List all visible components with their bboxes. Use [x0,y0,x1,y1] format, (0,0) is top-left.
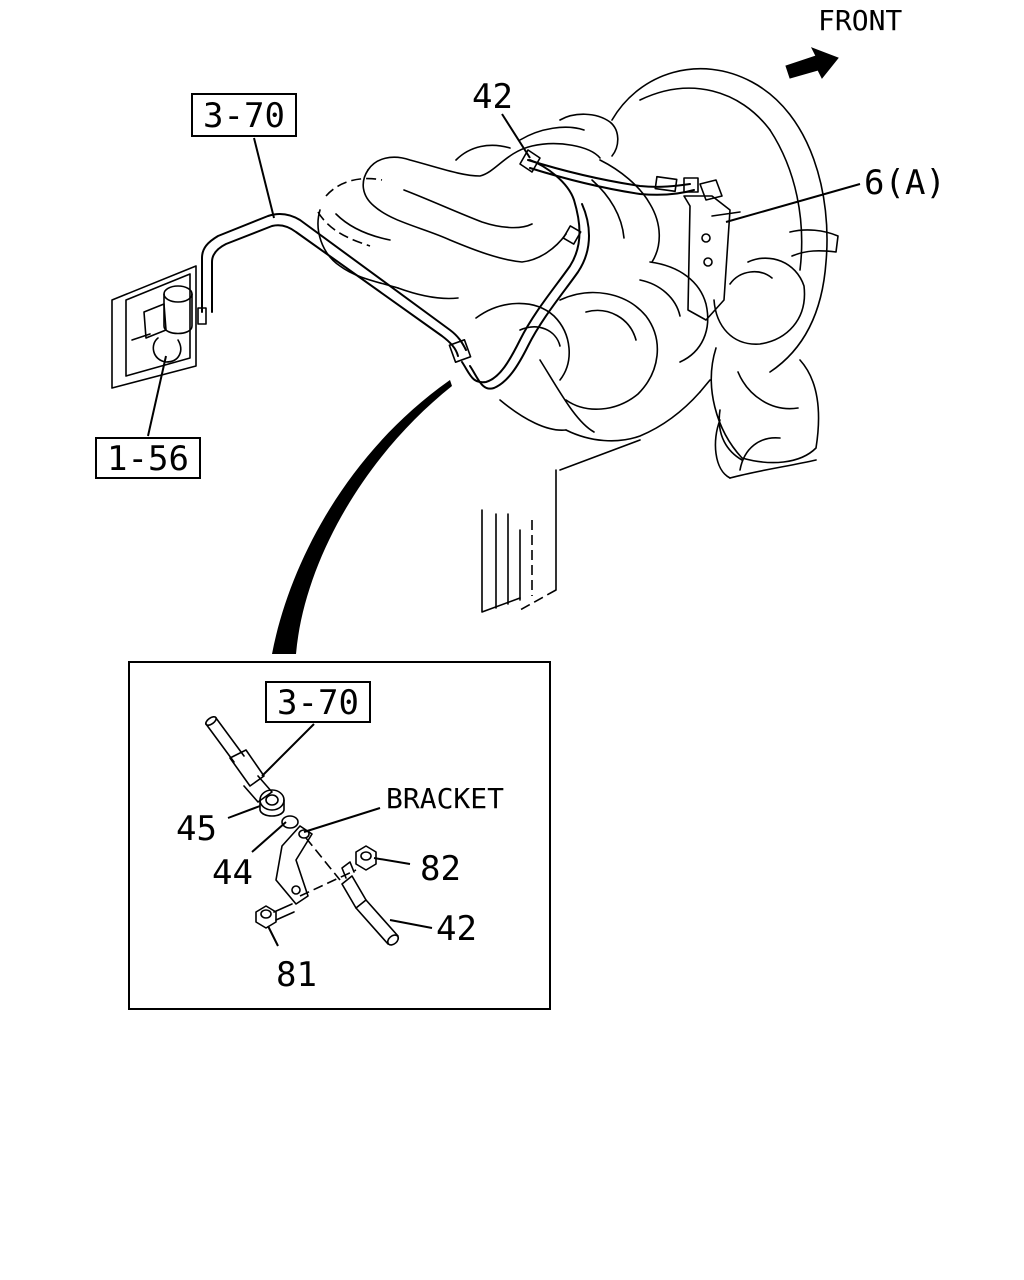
leader-82 [373,857,411,865]
front-label: FRONT [818,4,902,37]
callout-44: 44 [212,853,253,893]
inset-parts-drawing [204,715,400,946]
leader-1-56 [147,355,167,437]
callout-bracket: BRACKET [386,782,504,815]
leader-42-inset [389,919,433,929]
callout-45: 45 [176,809,217,849]
callout-6a: 6(A) [864,163,946,203]
callout-42-inset: 42 [436,909,477,949]
engine-illustration [111,68,839,613]
leader-45 [227,805,261,819]
leader-81 [267,925,279,947]
leader-3-70-inset [261,723,315,777]
leader-bracket [303,807,381,833]
reference-box-3-70-inset [265,681,371,723]
leader-6a [725,183,861,223]
front-direction-arrow-icon [785,47,839,79]
detail-pointer-arc [272,380,452,654]
leader-42-top [501,113,531,159]
callout-42-top: 42 [472,77,513,117]
reference-box-1-56 [95,437,201,479]
reference-3-70-top: 3-70 [203,96,285,136]
reference-3-70-inset: 3-70 [277,683,359,723]
leader-3-70-top [253,137,275,219]
reference-1-56: 1-56 [107,439,189,479]
callout-81: 81 [276,955,317,995]
leader-44 [251,821,287,853]
callout-82: 82 [420,849,461,889]
reference-box-3-70-top [191,93,297,137]
